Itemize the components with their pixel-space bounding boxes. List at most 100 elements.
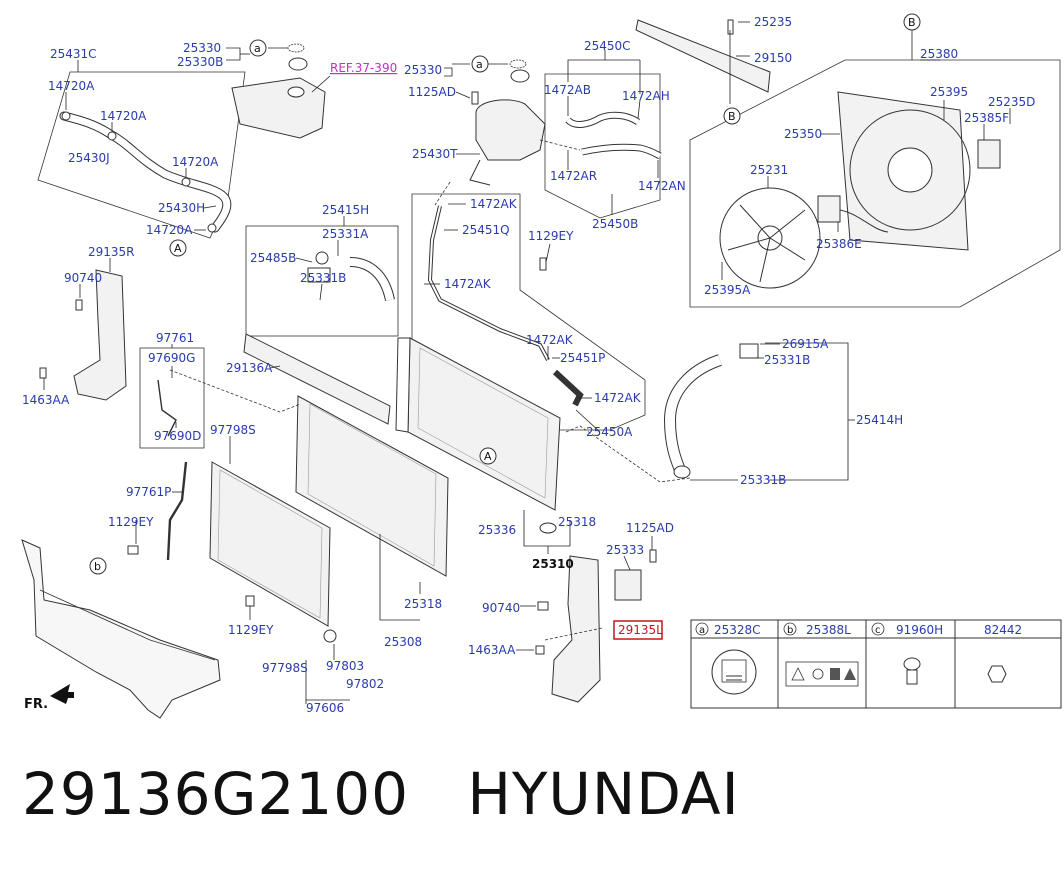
fan-motor-25386e — [817, 195, 841, 223]
cap-seal-icon — [287, 43, 305, 53]
label-25430h: 25430H — [158, 201, 205, 215]
leader — [295, 257, 313, 263]
front-end-carrier — [21, 539, 221, 719]
brand-name: HYUNDAI — [467, 760, 740, 828]
hose-25450c-inner — [566, 112, 640, 127]
guide-line — [169, 369, 301, 413]
callout-circle-upper-a — [479, 447, 497, 465]
bolt-icon — [75, 299, 83, 311]
label-25310: 25310 — [532, 557, 574, 571]
side-guard-29135r — [73, 269, 127, 401]
guide-line — [434, 181, 451, 206]
bolt-icon — [39, 367, 47, 379]
label-25330: 25330 — [183, 41, 221, 55]
callout-letter: B — [728, 110, 736, 123]
label-25350: 25350 — [784, 127, 822, 141]
hose-25414h-inner — [664, 355, 722, 472]
bracket-25333 — [614, 569, 642, 601]
legend-table: a 25328C b 25388L c 91960H 82442 — [690, 619, 1062, 709]
label-25430j: 25430J — [68, 151, 110, 165]
label-1129ey: 1129EY — [228, 623, 274, 637]
callout-letter: B — [908, 16, 916, 29]
leader — [226, 47, 241, 61]
callout-circle-upper-a — [169, 239, 187, 257]
hose-25451p — [552, 369, 584, 407]
motor-wire — [839, 209, 889, 233]
label-1472ar: 1472AR — [550, 169, 597, 183]
label-ref-37-390[interactable]: REF.37-390 — [330, 61, 397, 75]
hose-25430j-inner — [60, 112, 231, 232]
label-90740: 90740 — [64, 271, 102, 285]
nut-icon — [987, 665, 1007, 683]
label-29135r: 29135R — [88, 245, 135, 259]
label-1463aa: 1463AA — [468, 643, 516, 657]
label-25330b: 25330B — [177, 55, 223, 69]
label-97798s: 97798S — [210, 423, 256, 437]
legend-letter: c — [875, 625, 881, 636]
callout-circle-upper-b — [723, 107, 741, 125]
label-97690d: 97690D — [154, 429, 201, 443]
guide-line — [565, 425, 691, 483]
thermostat-26915a — [739, 343, 759, 359]
label-97690g: 97690G — [148, 351, 195, 365]
legend-letter: b — [787, 625, 793, 636]
label-14720a: 14720A — [48, 79, 95, 93]
label-97798s: 97798S — [262, 661, 308, 675]
radiator-25308 — [295, 395, 449, 577]
clamp-icon — [181, 177, 191, 187]
carrier-beam — [39, 589, 216, 661]
label-97761: 97761 — [156, 331, 194, 345]
label-29135l-highlighted[interactable]: 29135L — [618, 623, 663, 637]
label-25450b: 25450B — [592, 217, 638, 231]
bolt-icon — [727, 19, 734, 35]
fan-blades — [727, 204, 806, 283]
label-25380: 25380 — [920, 47, 958, 61]
leader — [637, 99, 641, 119]
reservoir-tank-ref — [231, 77, 326, 139]
bolt-icon — [535, 645, 545, 655]
legend-letter-circle — [695, 622, 709, 636]
label-25485b: 25485B — [250, 251, 296, 265]
label-25333: 25333 — [606, 543, 644, 557]
leader — [379, 534, 420, 621]
label-1129ey: 1129EY — [108, 515, 154, 529]
reservoir-cap-icon — [510, 69, 530, 83]
legend-letter: a — [699, 625, 705, 636]
leader — [203, 205, 217, 209]
label-25318: 25318 — [404, 597, 442, 611]
label-1463aa: 1463AA — [22, 393, 70, 407]
label-25231: 25231 — [750, 163, 788, 177]
leader — [455, 91, 471, 99]
label-97606: 97606 — [306, 701, 344, 715]
label-25450c: 25450C — [584, 39, 631, 53]
label-25450a: 25450A — [586, 425, 633, 439]
warning-sticker-icon — [785, 661, 859, 687]
leader-25414h — [765, 342, 849, 481]
fitting-25485b — [307, 267, 331, 283]
label-25395: 25395 — [930, 85, 968, 99]
radiator-left-tank — [395, 337, 411, 433]
clip-icon — [903, 657, 921, 685]
highlight-box-29135l — [613, 620, 663, 640]
radiator-core — [417, 347, 549, 499]
hose-25450c-box — [544, 73, 661, 219]
label-29150: 29150 — [754, 51, 792, 65]
leader — [269, 365, 281, 369]
legend-letter-circle — [871, 622, 885, 636]
label-1472ak: 1472AK — [444, 277, 492, 291]
condenser-97606 — [209, 461, 331, 627]
front-indicator-label: FR. — [24, 697, 48, 712]
pipe-97761p — [166, 461, 188, 561]
label-25451q: 25451Q — [462, 223, 510, 237]
label-97761p: 97761P — [126, 485, 171, 499]
hose-25415h-inner — [349, 258, 394, 301]
leader — [444, 67, 453, 77]
label-1129ey: 1129EY — [528, 229, 574, 243]
leader — [575, 409, 601, 433]
label-1472ak: 1472AK — [594, 391, 642, 405]
leader — [545, 243, 551, 263]
label-25235: 25235 — [754, 15, 792, 29]
clamp-icon — [107, 131, 117, 141]
leader — [567, 50, 606, 82]
leader — [311, 75, 331, 93]
